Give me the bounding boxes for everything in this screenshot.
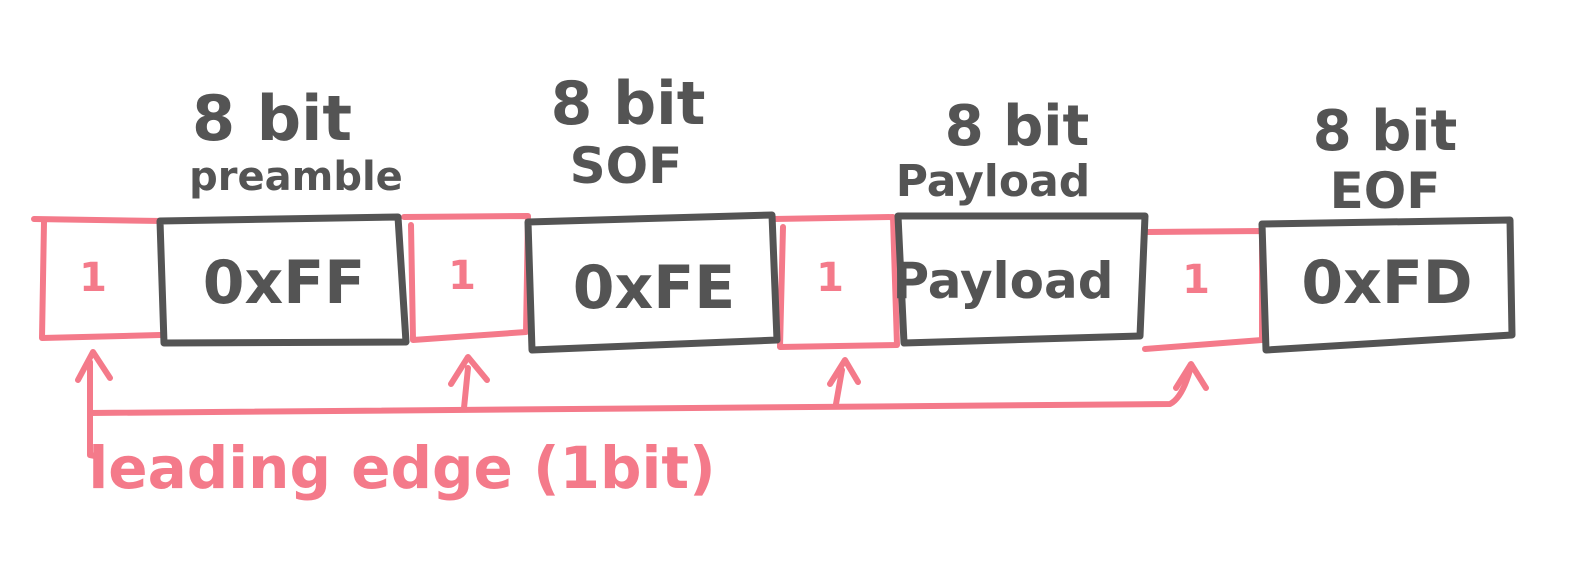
- edge-bit-label: 1: [816, 255, 844, 301]
- edge-bit-label: 1: [448, 253, 476, 299]
- edge-box-2: 1: [401, 213, 531, 343]
- field-value: 0xFF: [203, 248, 365, 318]
- field-payload: Payload: [892, 212, 1149, 347]
- field-name-label: EOF: [1330, 162, 1441, 220]
- edge-bit-label: 1: [79, 255, 107, 301]
- edge-box-4: 1: [1142, 228, 1265, 352]
- field-size-label: 8 bit: [192, 82, 352, 155]
- field-value: 0xFD: [1301, 248, 1472, 318]
- field-name-label: SOF: [570, 137, 683, 195]
- field-sof: 0xFE: [524, 211, 781, 354]
- edge-box-3: 1: [771, 214, 900, 350]
- field-header-payload: 8 bit Payload: [896, 94, 1091, 207]
- field-name-label: preamble: [189, 154, 403, 200]
- field-size-label: 8 bit: [945, 94, 1090, 159]
- field-header-eof: 8 bit EOF: [1313, 99, 1458, 220]
- field-preamble: 0xFF: [156, 213, 410, 347]
- field-value: 0xFE: [573, 253, 735, 323]
- field-size-label: 8 bit: [1313, 99, 1458, 164]
- leading-edge-arrows: [75, 349, 1209, 459]
- edge-bit-label: 1: [1182, 257, 1210, 303]
- field-eof: 0xFD: [1258, 216, 1516, 354]
- leading-edge-label: leading edge (1bit): [88, 434, 715, 502]
- field-value: Payload: [892, 252, 1113, 310]
- field-name-label: Payload: [896, 156, 1091, 207]
- edge-box-1: 1: [31, 216, 165, 341]
- field-header-sof: 8 bit SOF: [551, 69, 706, 195]
- field-size-label: 8 bit: [551, 69, 706, 139]
- field-header-preamble: 8 bit preamble: [189, 82, 403, 200]
